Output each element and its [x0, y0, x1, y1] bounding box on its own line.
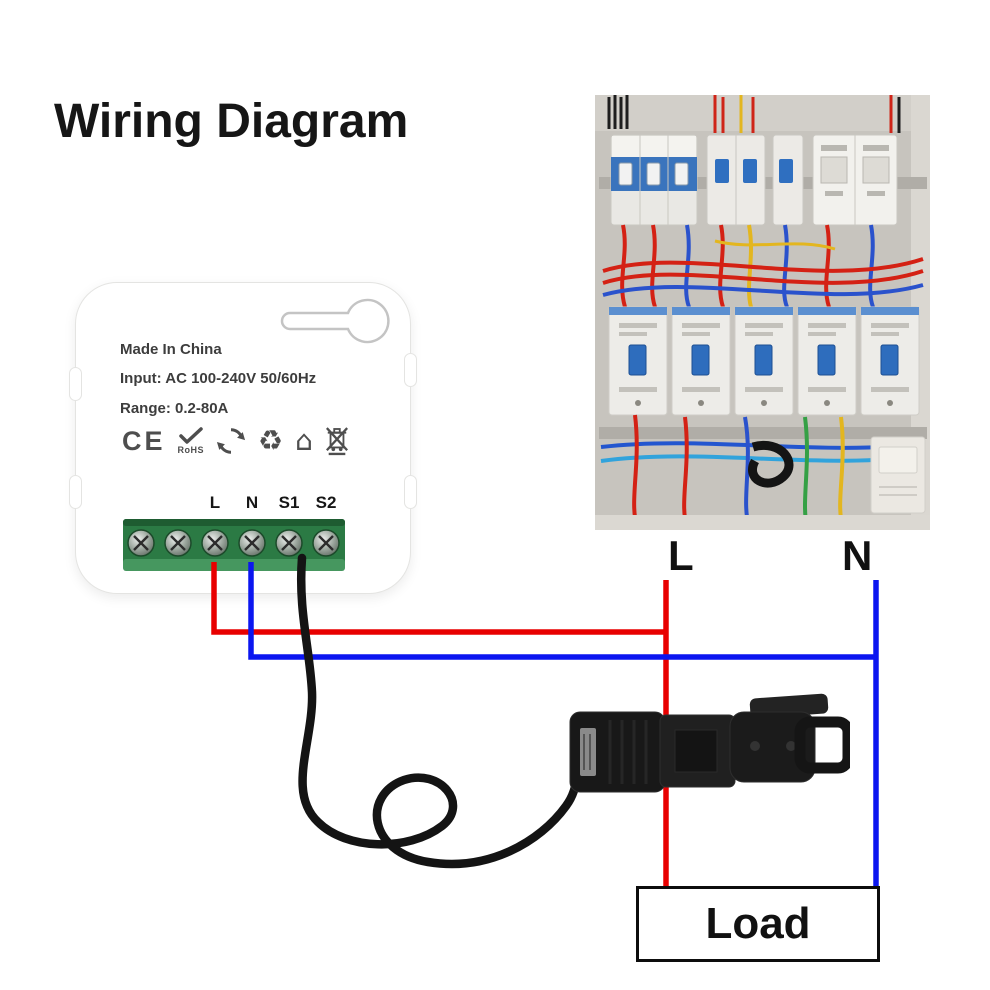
mount-tab	[69, 475, 82, 509]
recycle-icon: ♻	[258, 424, 284, 457]
breaker-panel-photo	[595, 95, 930, 530]
device-text: Made In China Input: AC 100-240V 50/60Hz…	[120, 335, 316, 423]
terminal-label-s1: S1	[278, 493, 300, 512]
terminal-screw	[312, 529, 340, 557]
ct-cable-path	[296, 553, 589, 869]
mount-tab	[69, 367, 82, 401]
terminal-label-n: N	[245, 493, 259, 512]
mount-tab	[404, 475, 417, 509]
green-dot-icon	[216, 428, 246, 454]
rohs-check-icon: RoHS	[178, 427, 205, 455]
house-icon: ⌂	[295, 424, 313, 457]
panel-mid-wires	[602, 224, 924, 308]
weee-bin-icon	[325, 427, 348, 456]
keyhole-icon	[280, 298, 390, 344]
mount-tab	[404, 353, 417, 387]
terminal-screw	[164, 529, 192, 557]
device-made-in: Made In China	[120, 341, 222, 358]
terminal-screw	[238, 529, 266, 557]
panel-top-wires	[607, 95, 901, 133]
device-input-rating: Input: AC 100-240V 50/60Hz	[120, 370, 317, 388]
breaker-row-top	[610, 134, 898, 226]
breaker-row-bottom	[608, 306, 920, 416]
terminal-block	[123, 519, 345, 571]
neutral-label: N	[842, 532, 873, 579]
device-range-rating: Range: 0.2-80A	[120, 399, 229, 417]
page-title: Wiring Diagram	[54, 95, 409, 148]
terminal-screw	[201, 529, 229, 557]
live-label: L	[668, 532, 694, 579]
ce-mark-icon: CE	[122, 425, 166, 456]
rohs-label: RoHS	[177, 445, 205, 455]
check-icon	[179, 427, 203, 444]
load-box: Load	[636, 886, 880, 962]
smart-switch-module: Made In China Input: AC 100-240V 50/60Hz…	[69, 282, 417, 594]
certification-icons: CE RoHS ♻ ⌂	[122, 423, 349, 459]
ct-clamp	[569, 693, 850, 793]
terminal-label-l: L	[209, 493, 221, 512]
terminal-label-s2: S2	[315, 493, 337, 512]
wall-plate	[870, 436, 926, 514]
load-label: Load	[705, 899, 811, 948]
terminal-screw	[127, 529, 155, 557]
terminal-screw	[275, 529, 303, 557]
